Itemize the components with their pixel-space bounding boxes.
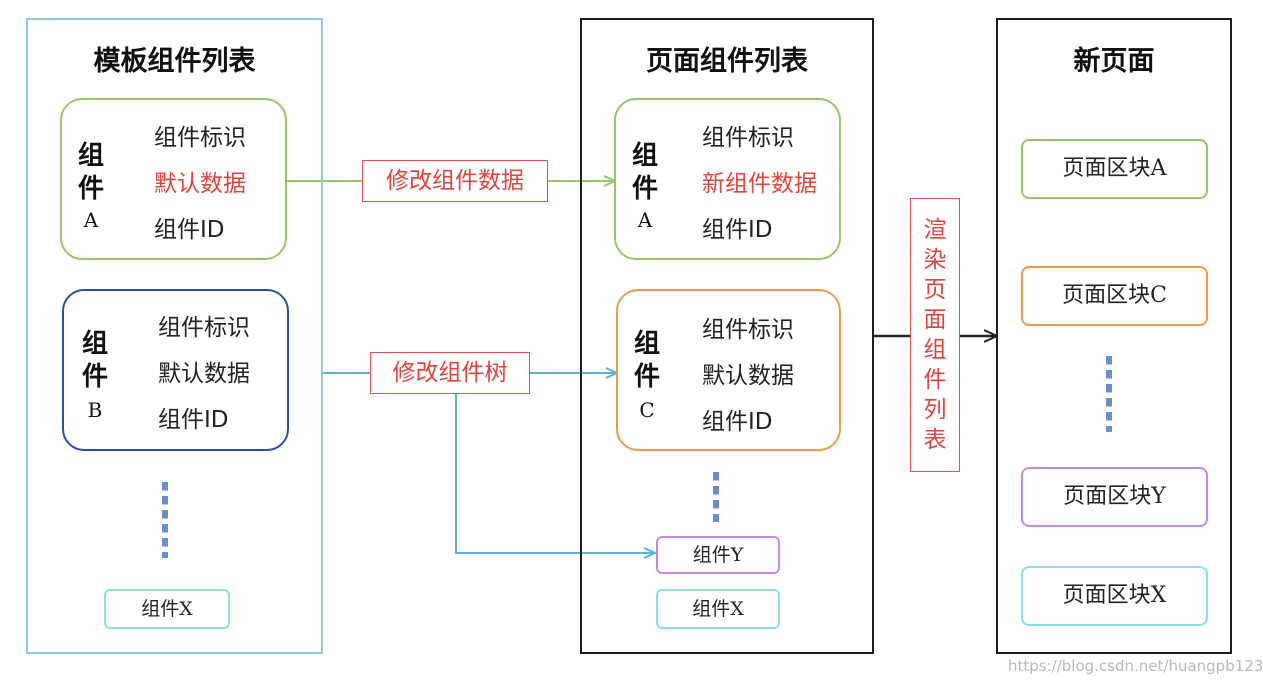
new-page-ellipsis <box>1106 356 1112 432</box>
label-modify-tree: 修改组件树 <box>370 352 530 394</box>
template-list-title: 模板组件列表 <box>93 46 256 77</box>
component-name-char: 件 <box>631 174 658 204</box>
template-list-panel: 模板组件列表 <box>26 18 323 654</box>
template-a-field-data: 默认数据 <box>154 171 246 197</box>
render-char: 面 <box>923 307 947 333</box>
page-component-c[interactable] <box>616 289 841 451</box>
render-char: 染 <box>923 247 947 273</box>
page-component-a[interactable] <box>614 98 841 260</box>
template-component-a[interactable] <box>60 98 287 260</box>
new-page-block-c[interactable]: 页面区块C <box>1021 266 1208 326</box>
render-char: 组 <box>923 337 947 363</box>
watermark: https://blog.csdn.net/huangpb123 <box>1008 657 1263 675</box>
page-component-x[interactable]: 组件X <box>656 589 780 629</box>
component-name-char: 件 <box>81 362 108 392</box>
template-a-field-cid: 组件ID <box>154 217 225 243</box>
template-component-b-name: 组件 <box>78 328 112 394</box>
new-page-block-y[interactable]: 页面区块Y <box>1021 467 1208 527</box>
page-a-field-id-label: 组件标识 <box>702 125 794 151</box>
page-list-panel: 页面组件列表 <box>580 18 874 654</box>
new-page-panel: 新页面 <box>996 18 1232 654</box>
component-name-char: 件 <box>77 174 104 204</box>
new-page-title: 新页面 <box>1073 46 1155 77</box>
page-a-field-cid: 组件ID <box>702 217 773 243</box>
template-b-field-cid: 组件ID <box>158 407 229 433</box>
page-component-y[interactable]: 组件Y <box>656 536 780 574</box>
arrow-add-component-y <box>455 388 654 553</box>
template-ellipsis <box>162 482 168 558</box>
template-component-a-letter: A <box>83 208 99 232</box>
new-page-block-a[interactable]: 页面区块A <box>1021 139 1208 199</box>
render-char: 列 <box>923 397 947 423</box>
component-name-char: 组 <box>631 141 658 171</box>
page-component-a-name: 组件 <box>628 140 662 206</box>
render-char: 表 <box>923 427 947 453</box>
label-modify-data: 修改组件数据 <box>362 160 548 202</box>
page-component-c-name: 组件 <box>630 328 664 394</box>
component-name-char: 组 <box>77 141 104 171</box>
page-component-c-letter: C <box>639 398 655 422</box>
template-component-x[interactable]: 组件X <box>104 589 230 629</box>
render-char: 渲 <box>923 217 947 243</box>
page-c-field-data: 默认数据 <box>702 363 794 389</box>
component-name-char: 组 <box>81 329 108 359</box>
page-list-title: 页面组件列表 <box>646 46 808 77</box>
template-component-b[interactable] <box>62 289 289 451</box>
template-component-a-name: 组件 <box>74 140 108 206</box>
label-render-page-list: 渲 染 页 面 组 件 列 表 <box>910 198 960 472</box>
render-char: 页 <box>923 277 947 303</box>
template-b-field-id-label: 组件标识 <box>158 315 250 341</box>
render-char: 件 <box>923 367 947 393</box>
page-c-field-cid: 组件ID <box>702 409 773 435</box>
component-name-chars: 组件 <box>74 140 108 206</box>
component-name-char: 件 <box>633 362 660 392</box>
component-name-char: 组 <box>633 329 660 359</box>
new-page-block-x[interactable]: 页面区块X <box>1021 566 1208 626</box>
template-component-b-letter: B <box>87 398 103 422</box>
page-a-field-new-data: 新组件数据 <box>702 171 817 197</box>
template-a-field-id-label: 组件标识 <box>154 125 246 151</box>
page-component-a-letter: A <box>637 208 653 232</box>
page-c-field-id-label: 组件标识 <box>702 317 794 343</box>
template-b-field-data: 默认数据 <box>158 361 250 387</box>
page-ellipsis <box>713 472 719 522</box>
